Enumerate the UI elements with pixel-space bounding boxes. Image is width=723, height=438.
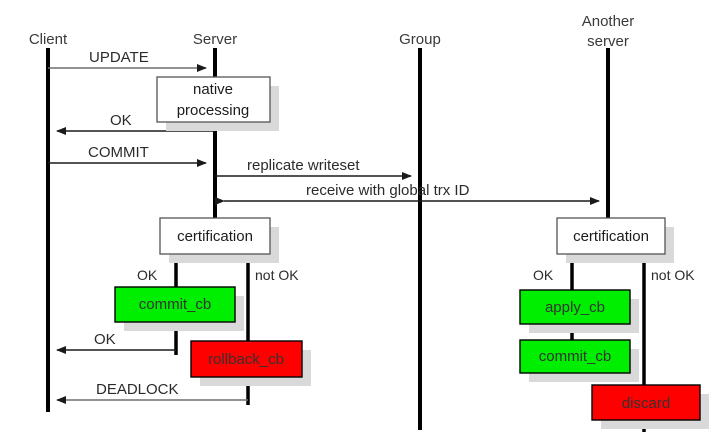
lifeline-label-another-server-line1: Another [582, 13, 635, 30]
box-rect-rollback-cb-server [190, 340, 303, 378]
lifeline-headers: Client Server Group Another server [29, 13, 634, 50]
box-native-processing[interactable]: native processing [156, 76, 279, 131]
branch-label-server-not-ok: not OK [255, 267, 299, 283]
box-rect-certification-another-server [556, 217, 666, 255]
box-rect-commit-cb-server [114, 286, 236, 323]
branch-labels: OK not OK OK not OK [137, 267, 695, 283]
box-label-commit-cb-another-server: commit_cb [539, 348, 612, 365]
box-rect-native-processing [156, 76, 271, 123]
branch-label-another-not-ok: not OK [651, 267, 695, 283]
box-rect-discard-another-server [591, 384, 701, 421]
message-arrows: UPDATE OK COMMIT replicate writeset rece… [48, 49, 600, 404]
box-discard-another-server[interactable]: discard [591, 384, 709, 429]
branch-label-another-ok: OK [533, 267, 554, 283]
msg-label-commit: COMMIT [88, 144, 149, 161]
box-label-certification-server: certification [177, 228, 253, 245]
box-commit-cb-another-server[interactable]: commit_cb [519, 339, 639, 382]
box-rect-commit-cb-another-server [519, 339, 631, 374]
lifeline-label-client: Client [29, 31, 68, 48]
box-label-discard-another-server: discard [622, 395, 670, 412]
box-certification-another-server[interactable]: certification [556, 217, 674, 263]
box-rect-apply-cb-another-server [519, 289, 631, 325]
msg-label-deadlock: DEADLOCK [96, 381, 179, 398]
lifeline-label-server: Server [193, 31, 237, 48]
box-label-native-processing-line2: processing [177, 102, 250, 119]
box-commit-cb-server[interactable]: commit_cb [114, 286, 244, 331]
msg-label-replicate-writeset: replicate writeset [247, 157, 360, 174]
box-certification-server[interactable]: certification [159, 217, 279, 263]
lifeline-label-another-server-line2: server [587, 33, 629, 50]
msg-label-receive-global-trx-id: receive with global trx ID [306, 182, 470, 199]
box-label-commit-cb-server: commit_cb [139, 296, 212, 313]
box-label-apply-cb-another-server: apply_cb [545, 299, 605, 316]
box-rect-certification-server [159, 217, 271, 255]
box-label-native-processing-line1: native [193, 81, 233, 98]
lifeline-label-group: Group [399, 31, 441, 48]
msg-label-ok-commit-result: OK [94, 331, 116, 348]
box-apply-cb-another-server[interactable]: apply_cb [519, 289, 639, 333]
msg-label-ok-after-update: OK [110, 112, 132, 129]
box-rollback-cb-server[interactable]: rollback_cb [190, 340, 311, 386]
branch-label-server-ok: OK [137, 267, 158, 283]
msg-label-update: UPDATE [89, 49, 149, 66]
box-label-certification-another-server: certification [573, 228, 649, 245]
box-label-rollback-cb-server: rollback_cb [208, 351, 284, 368]
